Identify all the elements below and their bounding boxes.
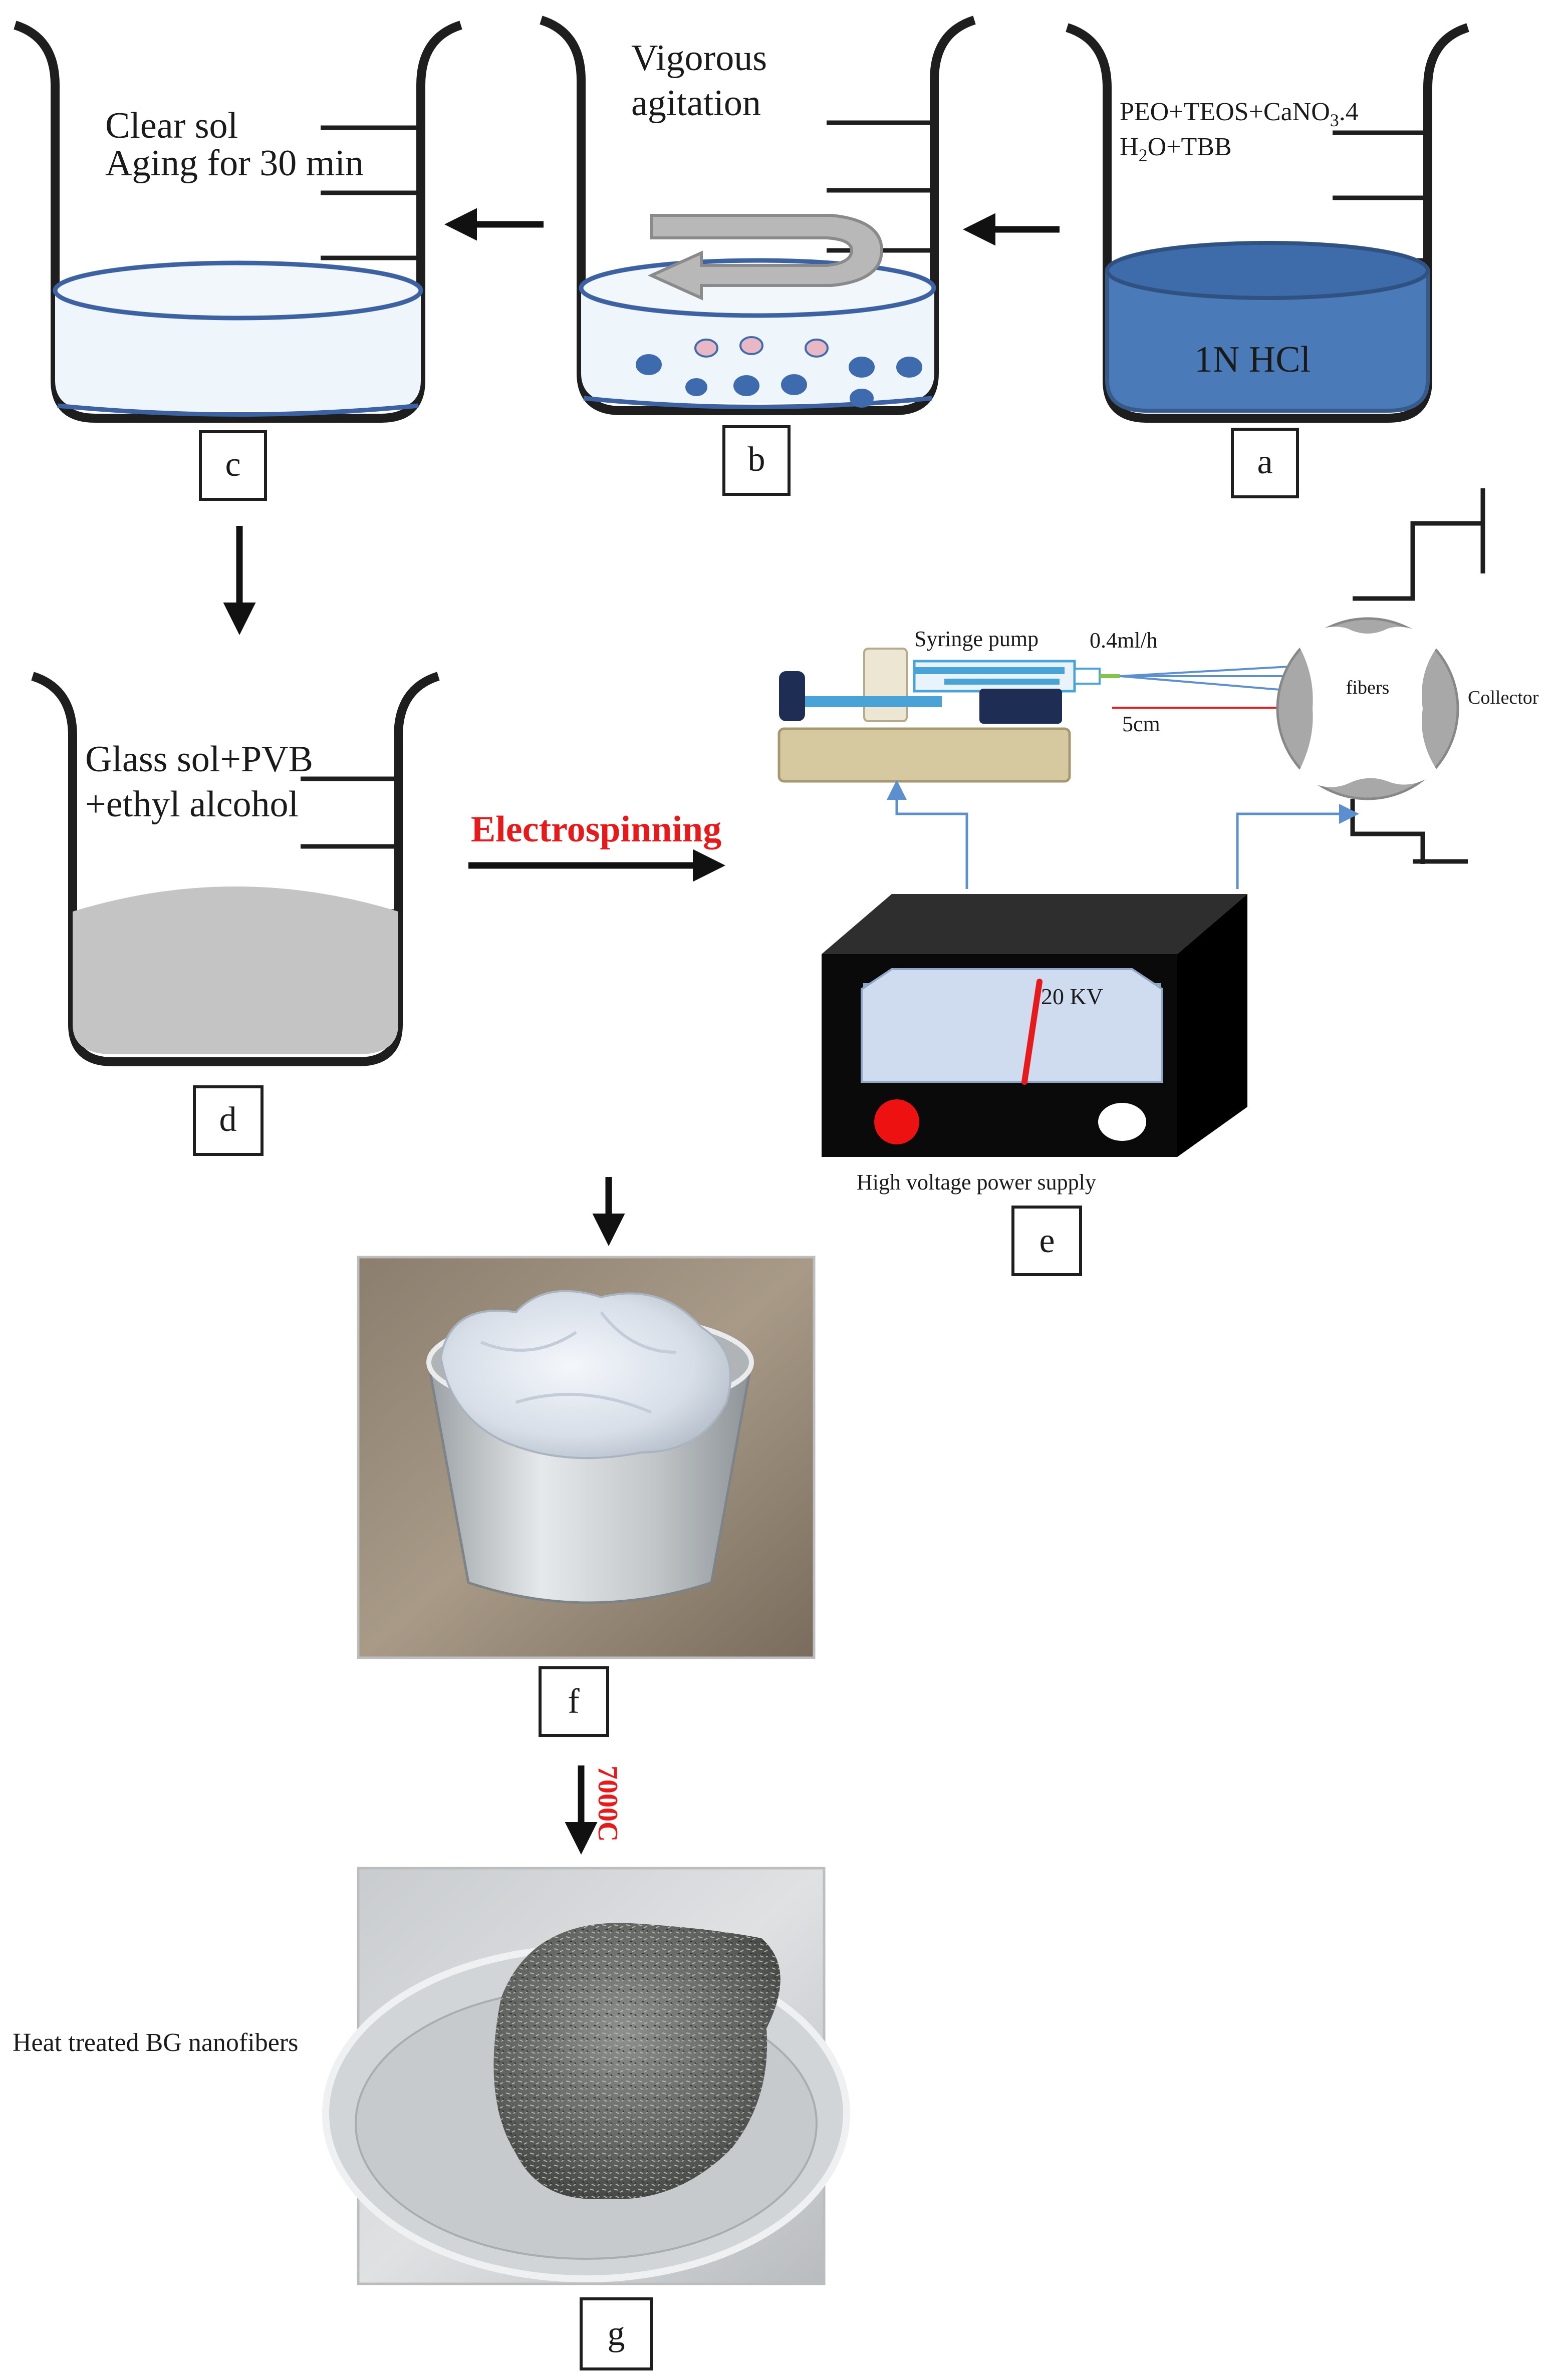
beaker-c-text-2: Aging for 30 min: [105, 143, 364, 184]
label-box-a: a: [1231, 428, 1299, 498]
beaker-d-text-2: +ethyl alcohol: [85, 784, 299, 825]
white-fibers: [439, 1290, 732, 1459]
label-box-c: c: [199, 430, 267, 501]
beaker-a-text-1: PEO+TEOS+CaNO3.4: [1120, 98, 1359, 130]
electrospinning-label: Electrospinning: [471, 809, 721, 850]
syringe-pump-label: Syringe pump: [914, 627, 1039, 651]
label-e: e: [1039, 1222, 1055, 1260]
voltage-label: 20 KV: [1041, 984, 1103, 1009]
pusher-block: [863, 648, 908, 722]
power-supply: [822, 894, 1247, 1157]
label-f: f: [568, 1682, 580, 1721]
photo-g: [322, 1867, 850, 2285]
label-a: a: [1257, 443, 1272, 481]
power-indicator-red: [874, 1099, 919, 1144]
agitation-arrow-icon: [647, 214, 884, 301]
pump-left-knob: [779, 671, 805, 721]
fiber-jet: [1119, 665, 1298, 692]
label-d: d: [219, 1100, 237, 1139]
beaker-b: Vigorous agitation: [540, 16, 976, 415]
voltage-meter: [861, 968, 1163, 1083]
syringe-motor: [979, 689, 1062, 724]
label-box-g: g: [580, 2297, 653, 2370]
beaker-a: PEO+TEOS+CaNO3.4 H2O+TBB 1N HCl: [1066, 23, 1469, 423]
label-box-d: d: [193, 1085, 264, 1156]
syringe-body: [913, 660, 1076, 693]
collector-drum: [1276, 617, 1459, 800]
electrospinning-step: Electrospinning: [468, 809, 725, 882]
electrospinning-apparatus: Syringe pump 0.4ml/h 5cm fibers Collecto…: [777, 488, 1539, 1195]
beaker-d-text-1: Glass sol+PVB: [85, 739, 313, 780]
beaker-a-text-2: H2O+TBB: [1120, 133, 1232, 165]
beaker-b-text-1: Vigorous: [631, 38, 767, 79]
ground-symbol-bottom: [1350, 799, 1468, 864]
flow-rate-label: 0.4ml/h: [1090, 628, 1158, 653]
photo-f: [357, 1256, 816, 1659]
label-g: g: [608, 2314, 625, 2353]
label-box-f: f: [539, 1666, 609, 1737]
power-supply-label: High voltage power supply: [857, 1170, 1096, 1195]
pump-base: [777, 727, 1071, 783]
beaker-c: Clear sol Aging for 30 min: [14, 21, 462, 423]
label-box-e: e: [1011, 1206, 1082, 1276]
power-wires: [887, 780, 1359, 889]
beaker-a-liquid-label: 1N HCl: [1194, 339, 1311, 380]
beaker-b-text-2: agitation: [631, 83, 761, 124]
power-indicator-white: [1098, 1103, 1146, 1141]
temperature-label: 7000C: [592, 1765, 623, 1842]
beaker-c-text-1: Clear sol: [105, 105, 238, 146]
collector-label: Collector: [1468, 687, 1539, 708]
beaker-d: Glass sol+PVB +ethyl alcohol: [31, 672, 440, 1066]
photo-g-caption: Heat treated BG nanofibers: [13, 2028, 298, 2057]
distance-label: 5cm: [1122, 712, 1160, 736]
meter-needle: [1021, 979, 1043, 1085]
label-b: b: [748, 440, 765, 479]
label-box-b: b: [722, 425, 791, 496]
ground-symbol-top: [1353, 488, 1485, 601]
fibers-label: fibers: [1346, 677, 1390, 698]
bubbles: [636, 336, 922, 408]
label-c: c: [225, 445, 240, 484]
